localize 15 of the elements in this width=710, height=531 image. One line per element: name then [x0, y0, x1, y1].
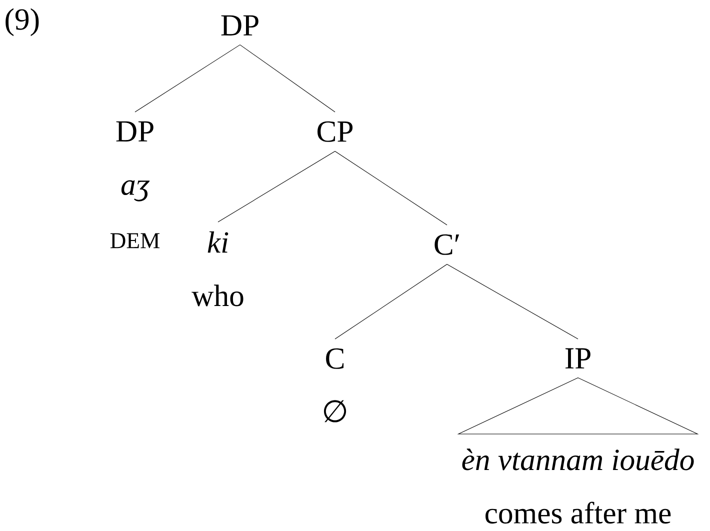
branch-line [240, 44, 336, 112]
branch-line [446, 264, 578, 340]
tree-label: ki who [192, 231, 244, 306]
tree-label: IP [565, 348, 590, 368]
tree-label: DP [221, 15, 258, 36]
tree-label: DP aʒ DEM [110, 121, 160, 248]
branch-line [218, 151, 336, 222]
branch-line [134, 44, 240, 112]
tree-label: C′ [434, 234, 460, 255]
tree-label: C ∅ [324, 348, 346, 422]
tree-label: CP [318, 121, 353, 142]
branch-line [334, 151, 448, 226]
tree-label: èn vtannam iouēdo comes after me [462, 448, 694, 524]
example-number: (9) [6, 8, 39, 36]
branch-line [334, 264, 448, 340]
